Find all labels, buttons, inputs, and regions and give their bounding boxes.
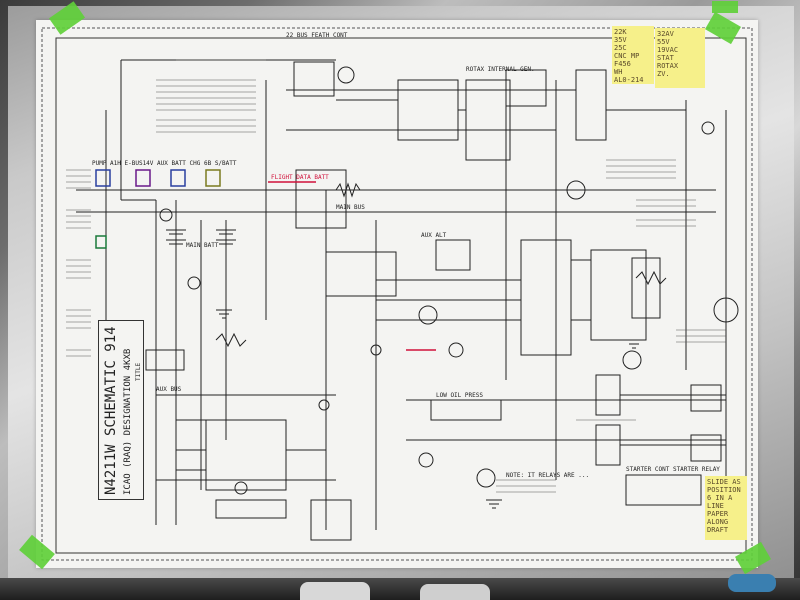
note-label: NOTE: IT RELAYS ARE ...: [506, 472, 590, 479]
note-line: POSITION: [707, 486, 741, 494]
note-line: 25C: [614, 44, 627, 52]
floor: [0, 578, 800, 600]
object-on-floor: [420, 584, 490, 600]
note-line: WH: [614, 68, 623, 76]
main-bus-label: MAIN BUS: [336, 204, 365, 211]
note-line: F456: [614, 60, 631, 68]
note-line: 19VAC: [657, 46, 679, 54]
note-line: 22K: [614, 28, 627, 36]
schematic-sheet: 22 BUS FEATH CONT ROTAX INTERNAL GEN. PU…: [36, 20, 758, 568]
schematic-drawing: [41, 27, 753, 561]
note-line: CNC MP: [614, 52, 640, 60]
title-block: N4211W SCHEMATIC 914 ICAO (RAQ) DESIGNAT…: [98, 320, 144, 500]
blue-object: [728, 574, 776, 592]
note-line: STAT: [657, 54, 674, 62]
note-line: AL0-214: [614, 76, 644, 84]
note-line: 35V: [614, 36, 627, 44]
flight-data-label: FLIGHT DATA BATT: [271, 174, 329, 181]
pumps-label: PUMP A1H E-BUS14V AUX BATT CHG 6B S/BATT: [92, 160, 237, 167]
sticky-note-top-left: 22K 35V 25C CNC MP F456 WH AL0-214: [612, 26, 654, 84]
note-line: 55V: [657, 38, 670, 46]
note-line: DRAFT: [707, 526, 729, 534]
aux-alt-label: AUX ALT: [421, 232, 447, 239]
note-line: ZV.: [657, 70, 670, 78]
title-main: N4211W SCHEMATIC 914: [103, 326, 119, 495]
generator-label: ROTAX INTERNAL GEN.: [466, 66, 535, 73]
note-line: SLIDE AS: [707, 478, 741, 486]
sticky-note-bottom-right: SLIDE AS POSITION 6 IN A LINE PAPER ALON…: [705, 476, 747, 540]
aux-bus-label: AUX BUS: [156, 386, 182, 393]
note-line: ALONG: [707, 518, 729, 526]
object-on-floor: [300, 582, 370, 600]
sticky-note-top-right: 32AV 55V 19VAC STAT ROTAX ZV.: [655, 28, 705, 88]
title-designation: ICAO (RAQ) DESIGNATION 4KXB: [123, 348, 133, 495]
main-batt-label: MAIN BATT: [186, 242, 219, 249]
top-bus-label: 22 BUS FEATH CONT: [286, 32, 348, 39]
note-line: PAPER: [707, 510, 729, 518]
starter-label: STARTER CONT STARTER RELAY: [626, 466, 720, 473]
note-line: 6 IN A LINE: [707, 494, 733, 510]
tape-top-right-edge: [712, 1, 738, 13]
note-line: 32AV: [657, 30, 674, 38]
title-small: TITLE: [135, 362, 142, 381]
low-oil-label: LOW OIL PRESS: [436, 392, 483, 399]
note-line: ROTAX: [657, 62, 679, 70]
